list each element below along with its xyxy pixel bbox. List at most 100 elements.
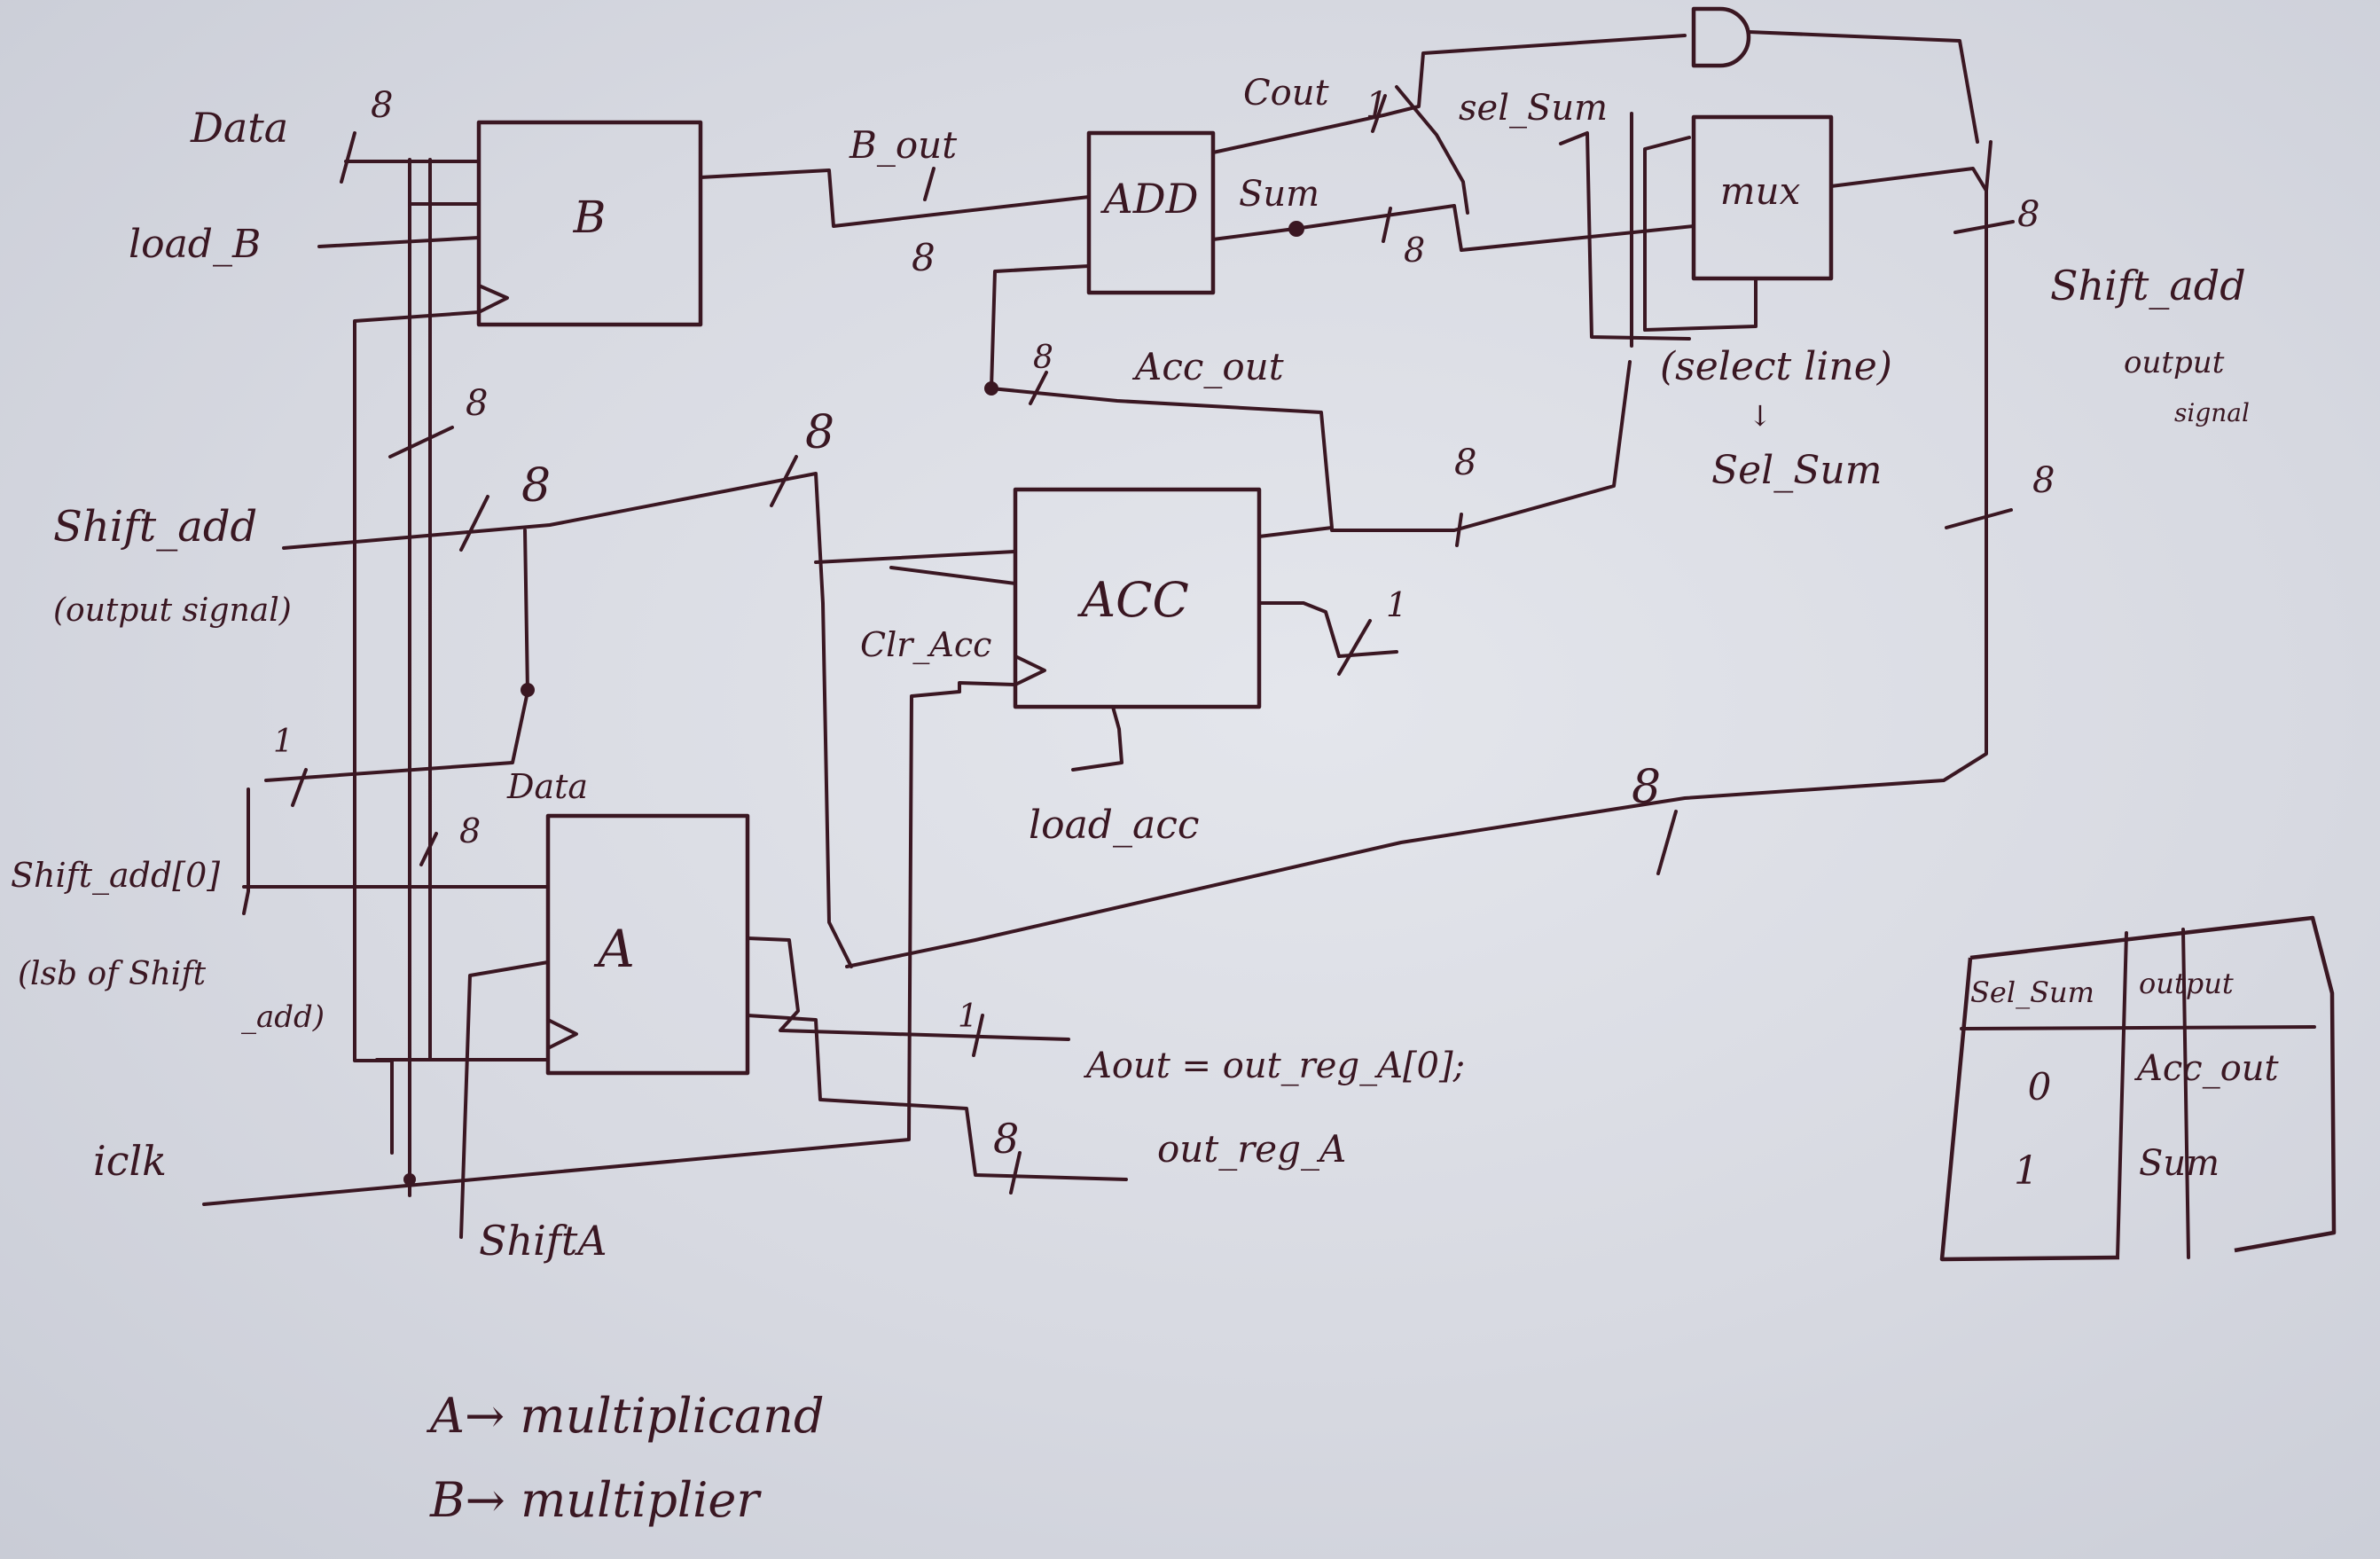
wire-sum-to-mux — [1211, 204, 1695, 252]
data-a-width: 8 — [459, 811, 481, 850]
bottom-bus-width: 8 — [1632, 761, 1661, 814]
wire-b-out — [699, 168, 1091, 228]
iclk-label: iclk — [93, 1137, 167, 1185]
table-header-divider — [1960, 1025, 2316, 1030]
shift-add-right-note1: output — [2124, 345, 2225, 380]
wire-shift-add — [282, 472, 853, 968]
wire-load-acc — [1071, 705, 1123, 772]
wire-gate-out — [1747, 30, 1979, 144]
shift-add-left-note: (output signal) — [53, 592, 292, 629]
wire-acc-out — [990, 264, 1334, 538]
table-row0-output: Acc_out — [2133, 1048, 2280, 1089]
b-out-label: B_out — [849, 123, 957, 167]
shift-add-left-label: Shift_add — [53, 502, 257, 552]
shift-add-right-width-top: 8 — [2017, 194, 2039, 235]
lsb-note-line1: (lsb of Shift — [18, 956, 207, 992]
wire-shift-a — [459, 960, 550, 1239]
table-column-divider-a — [2116, 931, 2128, 1259]
table-header-output: output — [2139, 967, 2234, 1000]
wire-acc-in-2 — [889, 566, 1017, 585]
mid-bus-width: 8 — [805, 406, 834, 459]
legend-a-line: A→ multiplicand — [426, 1388, 825, 1444]
block-b-label: B — [573, 192, 607, 243]
accumulator-block — [1013, 487, 1262, 709]
cout-label: Cout — [1243, 73, 1329, 114]
wire-out-reg-a — [746, 1014, 1128, 1181]
wire-acc-in-1 — [814, 550, 1017, 564]
sel-sum-truth-table: Sel_Sum output 0 Acc_out 1 Sum — [1939, 915, 2337, 1262]
aout-label: Aout = out_reg_A[0]; — [1083, 1046, 1465, 1086]
acc-out-junction-dot — [984, 381, 998, 396]
data-top-label: Data — [190, 104, 288, 152]
wire-acc-right — [1257, 601, 1398, 658]
left-bus-width-a: 8 — [466, 383, 488, 424]
select-line-arrow: ↓ — [1749, 399, 1773, 433]
sel-sum-mid-label: Sel_Sum — [1711, 448, 1882, 493]
acc-right-width: 1 — [1386, 585, 1407, 624]
out-reg-a-label: out_reg_A — [1157, 1127, 1346, 1171]
bus-slash-marks — [291, 94, 2015, 1195]
register-a-clock-triangle — [546, 1018, 578, 1050]
sum-label: Sum — [1239, 174, 1319, 215]
block-add-label: ADD — [1100, 175, 1199, 223]
table-outline-left — [1939, 957, 2120, 1262]
wire-lsb — [242, 787, 250, 915]
wire-mux-select — [1643, 136, 1758, 332]
select-line-label: (select line) — [1660, 344, 1892, 389]
block-a-label: A — [593, 919, 635, 979]
acc-mid-width: 8 — [1454, 443, 1476, 483]
load-acc-label: load_acc — [1029, 803, 1199, 848]
left-bus-width-b: 8 — [521, 459, 551, 513]
wire-iclk — [202, 690, 961, 1206]
shift-a-label: ShiftA — [479, 1217, 607, 1265]
shift-add-right-label: Shift_add — [2050, 262, 2246, 309]
cout-width: 1 — [1366, 85, 1388, 126]
lsb-width: 1 — [273, 724, 294, 760]
wire-acc-clk — [958, 681, 1017, 693]
aout-width: 1 — [958, 999, 978, 1035]
shift-add-junction-dot — [521, 683, 535, 697]
wire-shift-add-branch — [264, 529, 529, 782]
data-top-width: 8 — [371, 85, 393, 126]
wire-cout — [1211, 34, 1687, 154]
block-mux-label: mux — [1720, 169, 1801, 213]
clr-acc-label: Clr_Acc — [860, 625, 991, 665]
out-reg-a-width: 8 — [993, 1115, 1019, 1163]
register-b-clock-triangle — [477, 284, 509, 314]
block-acc-label: ACC — [1076, 572, 1189, 628]
table-outline-right — [1969, 915, 2337, 1253]
legend-b-line: B→ multiplier — [429, 1472, 762, 1528]
lsb-note-line2: _add) — [241, 999, 325, 1035]
sum-width: 8 — [1404, 231, 1425, 270]
table-row0-sel: 0 — [2028, 1065, 2052, 1109]
wire-aout — [746, 936, 1070, 1041]
register-b-block — [476, 120, 703, 327]
shift-add-0-label: Shift_add[0] — [11, 856, 220, 896]
table-row1-sel: 1 — [2014, 1148, 2039, 1194]
table-column-divider-b — [2181, 928, 2190, 1259]
wire-right-bus — [845, 167, 1988, 968]
load-b-label: load_B — [129, 222, 261, 267]
wire-sum-to-gate — [1395, 85, 1469, 215]
b-out-width: 8 — [912, 236, 936, 279]
mux-block — [1691, 114, 1834, 281]
wire-right-bus-top — [1985, 140, 1992, 192]
wire-clk-to-b — [353, 310, 481, 1062]
sum-junction-dot — [1288, 221, 1304, 237]
register-a-block — [545, 813, 750, 1076]
adder-block — [1086, 130, 1216, 295]
sel-sum-top-label: sel_Sum — [1459, 88, 1608, 129]
shift-add-right-width-mid: 8 — [2032, 460, 2055, 501]
data-a-label: Data — [506, 767, 588, 806]
iclk-junction-dot — [403, 1173, 416, 1186]
table-header-sel-sum: Sel_Sum — [1970, 975, 2094, 1009]
wire-sel-sum — [1559, 131, 1691, 341]
wire-acc-to-mux — [1330, 360, 1632, 532]
table-row1-output: Sum — [2139, 1143, 2220, 1184]
and-gate — [1691, 6, 1751, 68]
acc-out-label: Acc_out — [1131, 345, 1284, 388]
wire-load-b — [317, 236, 481, 248]
acc-out-width: 8 — [1033, 340, 1053, 376]
shift-add-right-note2: signal — [2174, 398, 2250, 427]
